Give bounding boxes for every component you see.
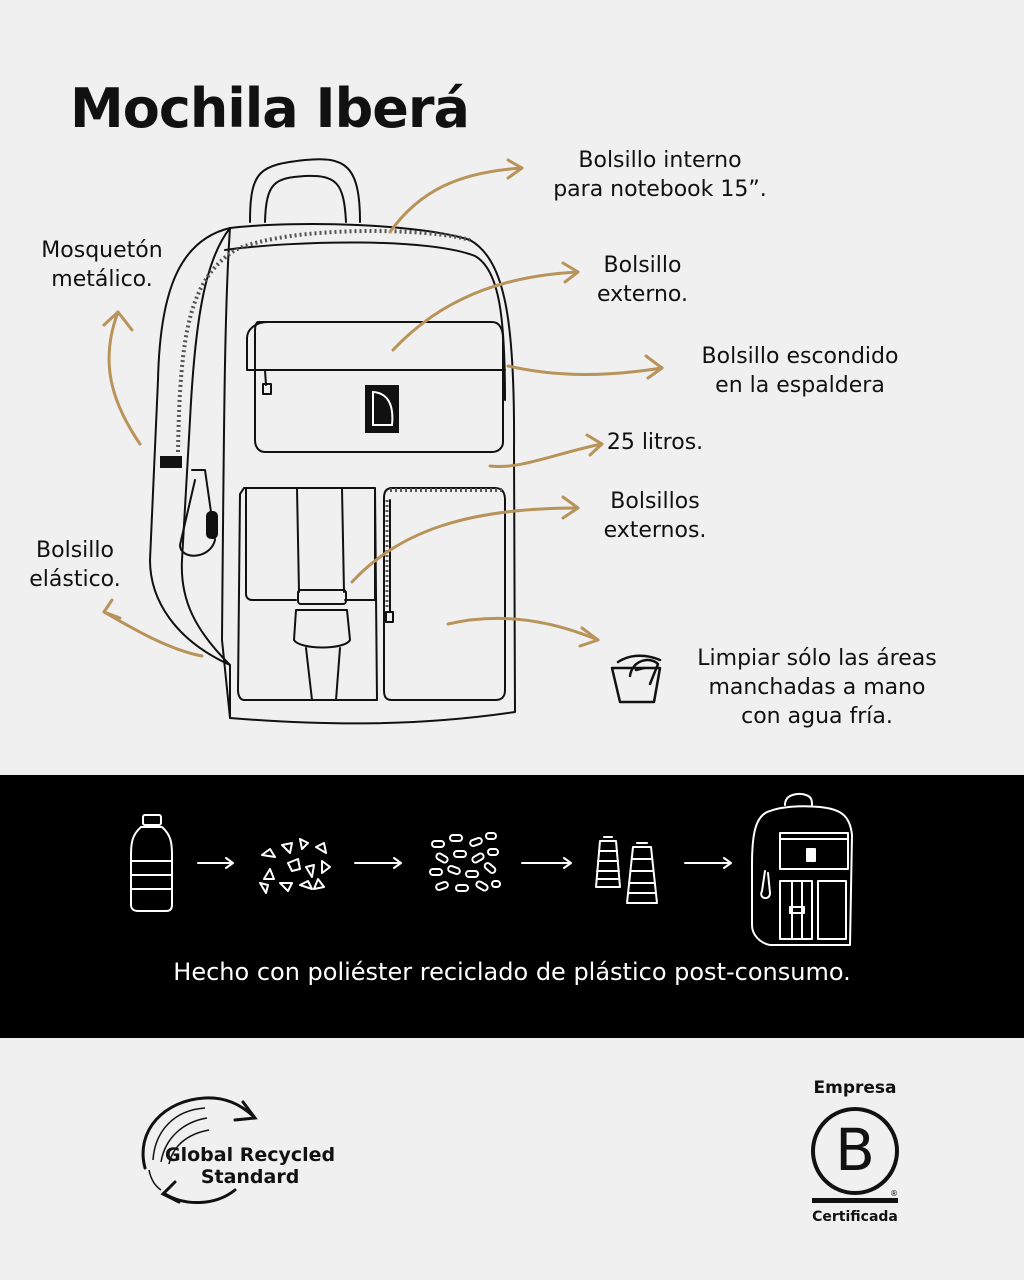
label-hidden-pocket: Bolsillo escondido en la espaldera <box>680 342 920 400</box>
plastic-flakes-icon <box>259 838 331 894</box>
label-elastic-pocket: Bolsillo elástico. <box>10 536 140 594</box>
label-care-text: Limpiar sólo las áreas manchadas a mano … <box>697 646 937 729</box>
label-notebook-pocket-text: Bolsillo interno para notebook 15”. <box>553 148 767 202</box>
bcorp-emblem: ® <box>811 1107 899 1203</box>
plastic-pellets-icon <box>429 832 501 892</box>
grs-globe-icon <box>141 1096 258 1205</box>
label-external-pockets-text: Bolsillos externos. <box>603 489 707 543</box>
label-care: Limpiar sólo las áreas manchadas a mano … <box>682 644 952 731</box>
thread-spools-icon <box>595 836 658 904</box>
bcorp-top-text: Empresa <box>813 1078 897 1098</box>
label-external-pockets: Bolsillos externos. <box>585 487 725 545</box>
grs-text: Global Recycled Standard <box>165 1144 335 1188</box>
hand-wash-icon <box>610 654 662 704</box>
label-carabiner: Mosquetón metálico. <box>18 236 186 294</box>
plastic-bottle-icon <box>130 814 173 912</box>
label-external-pocket-text: Bolsillo externo. <box>597 253 688 307</box>
bcorp-letter: B <box>835 1116 875 1184</box>
grs-line1: Global Recycled <box>165 1144 336 1166</box>
recycling-caption: Hecho con poliéster reciclado de plástic… <box>173 958 851 986</box>
page-title: Mochila Iberá <box>70 77 470 140</box>
recycling-process <box>130 793 853 946</box>
label-capacity-text: 25 litros. <box>606 430 704 455</box>
bcorp-bottom-text: Certificada <box>812 1209 898 1225</box>
grs-line2: Standard <box>200 1166 300 1188</box>
backpack-illustration <box>102 158 664 725</box>
label-notebook-pocket: Bolsillo interno para notebook 15”. <box>530 146 790 204</box>
grs-logo: Global Recycled Standard <box>125 1090 375 1210</box>
backpack-icon <box>751 793 853 946</box>
svg-text:®: ® <box>890 1189 898 1198</box>
label-carabiner-text: Mosquetón metálico. <box>41 238 163 292</box>
bcorp-logo: Empresa ® B Certificada <box>800 1076 910 1236</box>
label-external-pocket: Bolsillo externo. <box>565 251 720 309</box>
label-capacity: 25 litros. <box>600 428 710 457</box>
label-elastic-pocket-text: Bolsillo elástico. <box>29 538 121 592</box>
recycling-band: Hecho con poliéster reciclado de plástic… <box>0 775 1024 1038</box>
label-hidden-pocket-text: Bolsillo escondido en la espaldera <box>701 344 899 398</box>
